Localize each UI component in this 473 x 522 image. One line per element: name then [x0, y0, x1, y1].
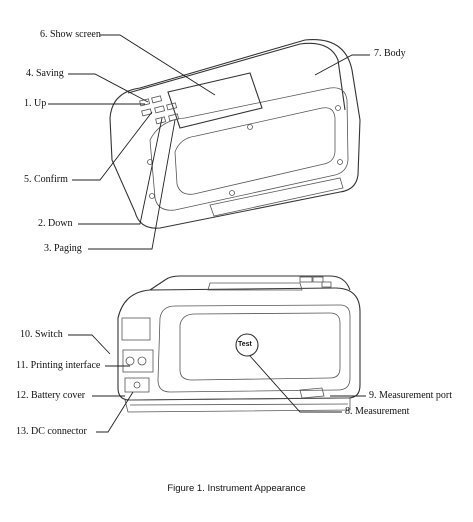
top-device [109, 39, 361, 229]
label-show-screen: 6. Show screen [40, 29, 101, 40]
test-button-label: Test [238, 341, 252, 348]
label-paging: 3. Paging [44, 243, 82, 254]
label-saving: 4. Saving [26, 68, 64, 79]
label-confirm: 5. Confirm [24, 174, 68, 185]
label-body: 7. Body [374, 48, 406, 59]
bottom-device [117, 275, 361, 413]
label-up: 1. Up [24, 98, 47, 109]
label-measurement: 8. Measurement [345, 406, 410, 417]
label-dc-connector: 13. DC connector [16, 426, 87, 437]
label-switch: 10. Switch [20, 329, 63, 340]
leader-lines [48, 34, 370, 433]
label-battery-cover: 12. Battery cover [16, 390, 86, 401]
label-printing-interface: 11. Printing interface [16, 360, 101, 371]
figure-caption: Figure 1. Instrument Appearance [167, 483, 306, 494]
label-measurement-port: 9. Measurement port [369, 390, 453, 401]
label-down: 2. Down [38, 218, 73, 229]
